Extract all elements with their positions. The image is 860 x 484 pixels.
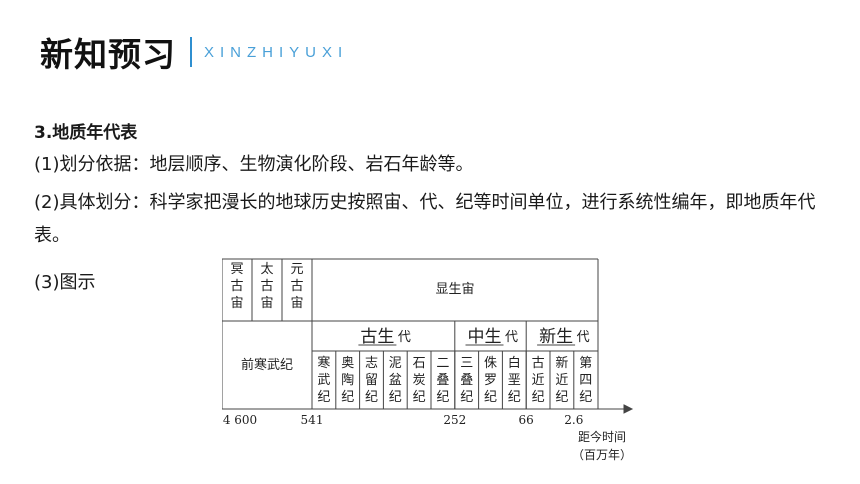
- era-name-1: 中生: [468, 327, 502, 347]
- basis-paragraph: (1)划分依据：地层顺序、生物演化阶段、岩石年龄等。: [34, 154, 474, 175]
- eon-label-phanerozoic: 显生宙: [435, 282, 474, 297]
- eon-label-archean: 太: [260, 262, 273, 277]
- precambrian-label: 前寒武纪: [241, 357, 293, 373]
- era-name-2: 新生: [539, 327, 573, 347]
- axis-label: 距今时间: [578, 429, 626, 444]
- tick-label: 66: [519, 413, 534, 427]
- section-subtitle: XINZHIYUXI: [204, 43, 349, 61]
- division-paragraph: (2)具体划分：科学家把漫长的地球历史按照宙、代、纪等时间单位，进行系统性编年，…: [34, 192, 816, 246]
- geologic-time-table: 冥古宙太古宙元古宙显生宙前寒武纪古生代中生代新生代寒武纪奥陶纪志留纪泥盆纪石炭纪…: [222, 258, 634, 462]
- period-label: 古: [532, 356, 545, 371]
- period-label: 纪: [555, 390, 568, 405]
- eon-label-hadean: 宙: [230, 296, 243, 311]
- period-label: 三: [460, 356, 473, 371]
- period-label: 武: [317, 373, 330, 388]
- period-label: 纪: [413, 390, 426, 405]
- period-label: 炭: [413, 373, 426, 388]
- section-title: 新知预习: [40, 35, 176, 74]
- period-label: 泥: [389, 356, 402, 371]
- eon-label-archean: 宙: [260, 296, 273, 311]
- period-label: 叠: [436, 373, 449, 388]
- period-label: 志: [365, 356, 378, 371]
- tick-label: 4 600: [223, 413, 257, 427]
- tick-label: 2.6: [564, 413, 583, 427]
- period-label: 二: [436, 356, 449, 371]
- period-label: 新: [555, 355, 568, 371]
- period-label: 石: [413, 356, 426, 371]
- period-label: 纪: [436, 390, 449, 405]
- period-label: 纪: [389, 390, 402, 405]
- diagram-caption: (3)图示: [34, 272, 96, 293]
- period-label: 陶: [341, 372, 354, 388]
- eon-label-hadean: 冥: [230, 262, 243, 277]
- title-divider: [190, 37, 192, 67]
- period-label: 叠: [460, 373, 473, 388]
- eon-label-proterozoic: 宙: [290, 296, 303, 311]
- period-label: 纪: [508, 390, 521, 405]
- period-label: 罗: [484, 373, 497, 388]
- period-label: 寒: [317, 355, 330, 371]
- period-label: 纪: [532, 390, 545, 405]
- era-suffix-2: 代: [577, 330, 590, 345]
- period-label: 盆: [389, 373, 402, 388]
- section-header: 新知预习 XINZHIYUXI: [40, 28, 348, 76]
- eon-label-archean: 古: [260, 279, 273, 294]
- tick-label: 541: [301, 413, 324, 427]
- eon-label-proterozoic: 古: [290, 279, 303, 294]
- period-label: 纪: [579, 390, 592, 405]
- period-label: 第: [579, 356, 592, 371]
- era-name-0: 古生: [360, 327, 394, 347]
- period-label: 纪: [460, 390, 473, 405]
- period-label: 留: [365, 373, 378, 388]
- period-label: 奥: [341, 356, 354, 371]
- time-axis-arrow: [623, 404, 634, 414]
- era-suffix-1: 代: [505, 330, 518, 345]
- period-label: 纪: [484, 390, 497, 405]
- period-label: 垩: [508, 373, 521, 388]
- period-label: 近: [532, 373, 545, 388]
- period-label: 近: [555, 373, 568, 388]
- eon-label-hadean: 古: [230, 279, 243, 294]
- eon-label-proterozoic: 元: [290, 262, 303, 277]
- period-label: 白: [508, 355, 521, 371]
- period-label: 侏: [484, 356, 497, 371]
- era-suffix-0: 代: [398, 330, 411, 345]
- axis-unit-label: （百万年）: [572, 448, 632, 462]
- tick-label: 252: [443, 413, 466, 427]
- topic-heading: 3.地质年代表: [34, 123, 138, 143]
- period-label: 纪: [365, 390, 378, 405]
- period-label: 纪: [317, 390, 330, 405]
- period-label: 四: [579, 373, 592, 388]
- period-label: 纪: [341, 390, 354, 405]
